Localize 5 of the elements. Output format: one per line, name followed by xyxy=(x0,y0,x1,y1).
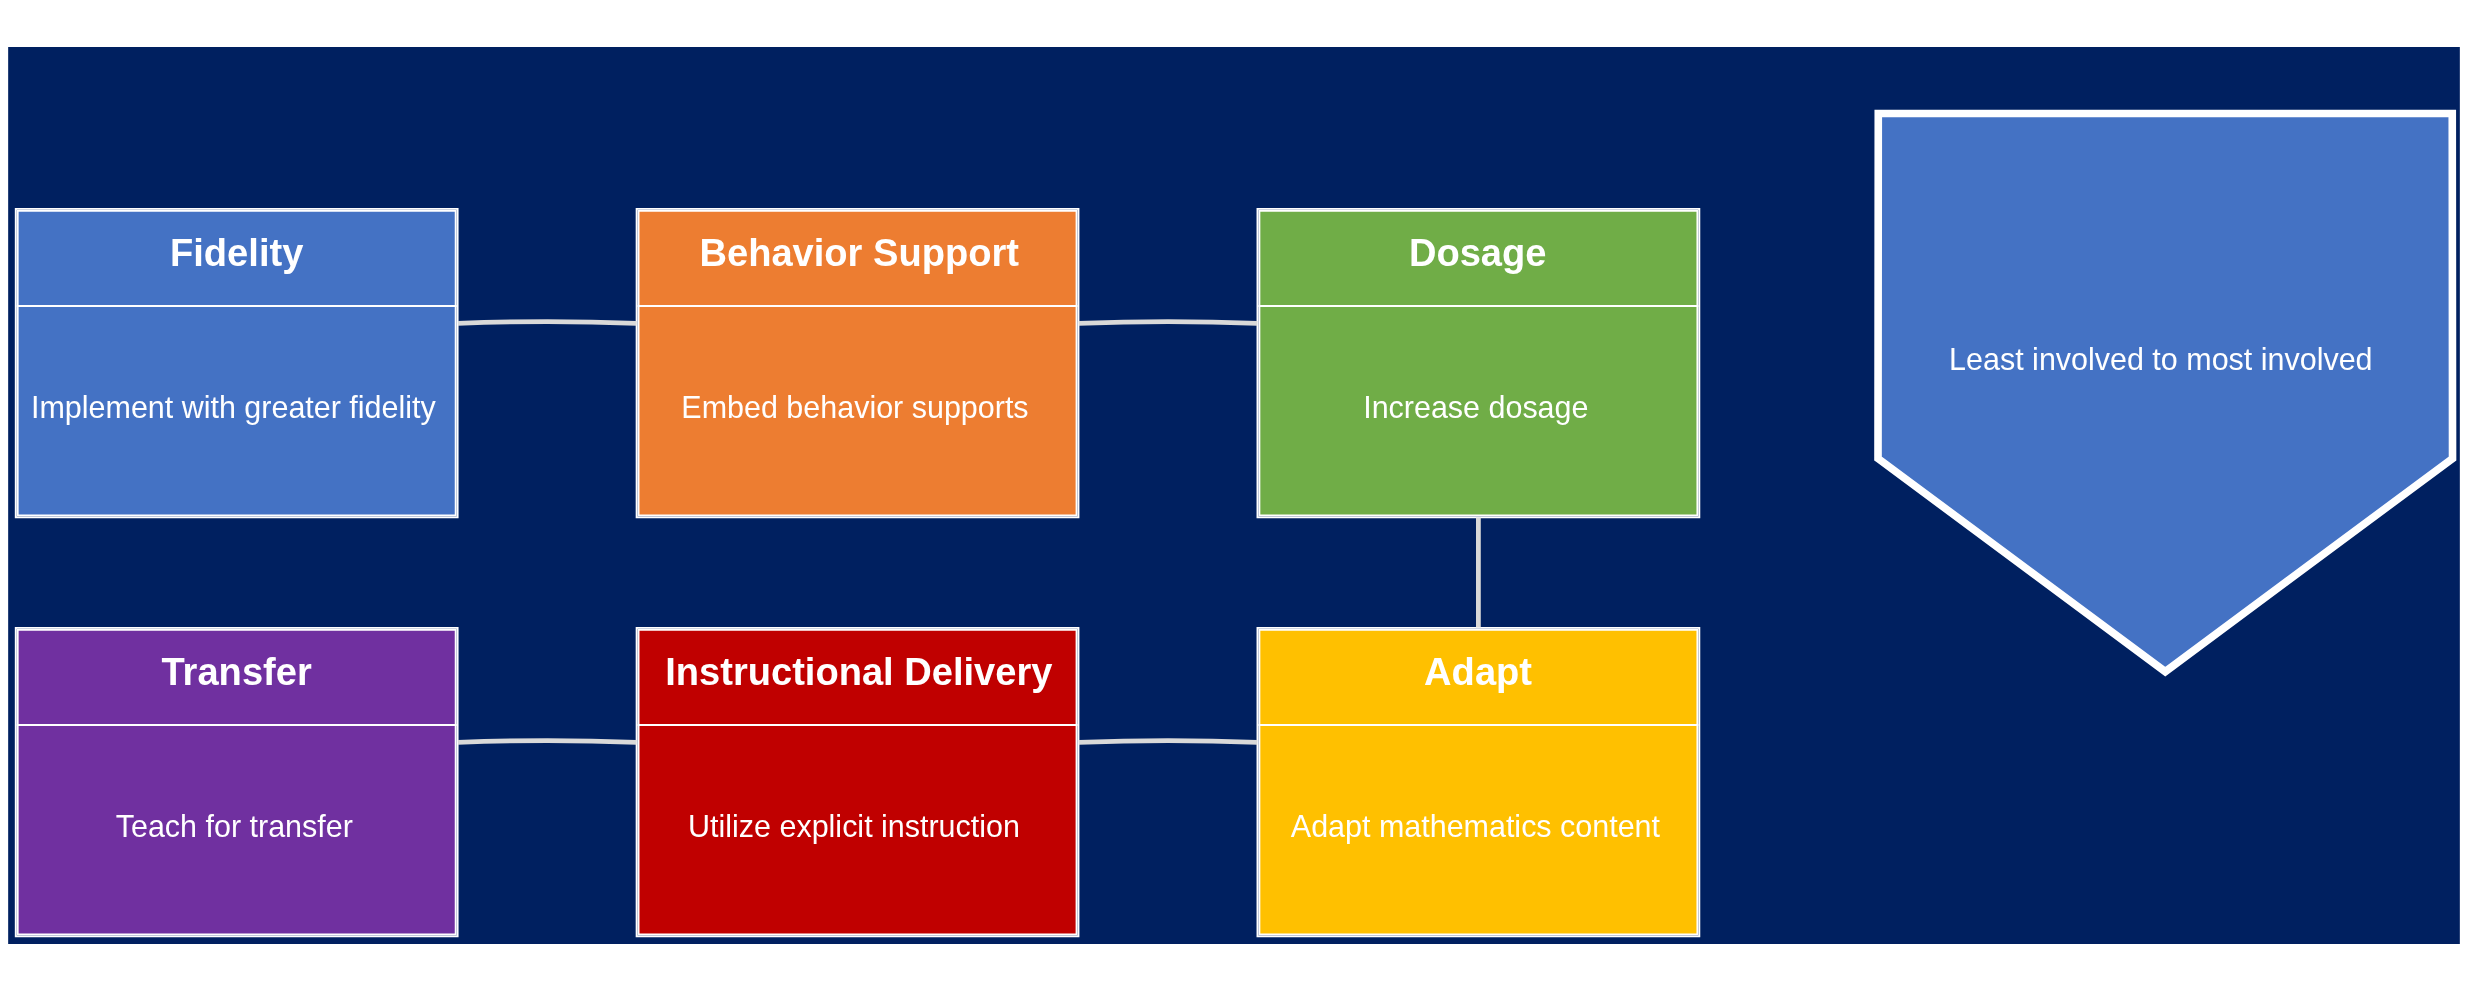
connector xyxy=(457,318,637,326)
connector xyxy=(457,737,637,745)
connector xyxy=(1476,517,1481,627)
connector xyxy=(1078,737,1258,745)
connector xyxy=(1078,318,1258,326)
